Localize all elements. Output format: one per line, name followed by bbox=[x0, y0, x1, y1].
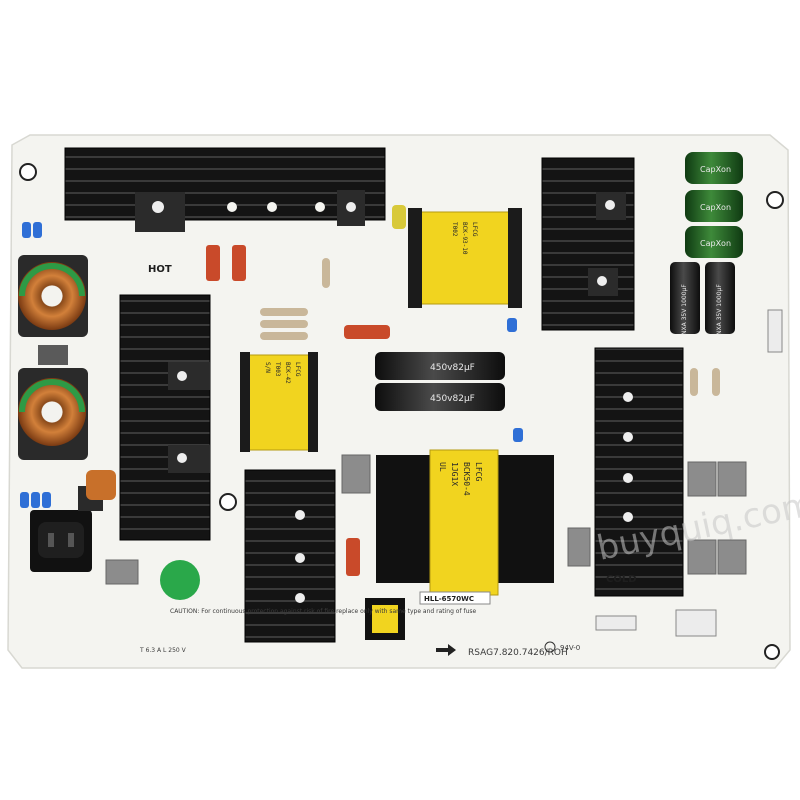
green-capacitors: CapXon CapXon CapXon bbox=[685, 152, 743, 258]
bulk-capacitors: 450v82μF 450v82μF bbox=[375, 352, 505, 411]
transformer-left-text-1: LFCG bbox=[294, 362, 301, 377]
fuse-rating-label: T 6.3 A L 250 V bbox=[139, 647, 187, 654]
transformer-main-text-1: LFCG bbox=[474, 462, 483, 481]
heatsink-top-left bbox=[64, 147, 386, 232]
black-capacitors-right: NXA 35V 1000μF NXA 35V 1000μF bbox=[670, 262, 735, 335]
film-capacitors bbox=[105, 454, 747, 585]
transformer-small bbox=[365, 598, 405, 640]
transformer-main-text-2: BCK50-4 bbox=[462, 462, 471, 496]
bulk-cap-label-2: 450v82μF bbox=[430, 394, 475, 404]
model-label: HLL-6570WC bbox=[424, 595, 474, 603]
transformer-main-text-4: UL bbox=[438, 462, 447, 472]
model-label-box bbox=[419, 591, 491, 605]
cold-label: COLD bbox=[606, 574, 637, 585]
transformer-top-text-3: T002 bbox=[451, 222, 458, 237]
heatsink-left-vertical bbox=[119, 294, 211, 541]
resistors bbox=[260, 258, 720, 396]
green-cap-label-2: CapXon bbox=[700, 203, 731, 212]
connectors bbox=[595, 309, 783, 637]
y-capacitors bbox=[20, 222, 523, 508]
part-number-label: RSAG7.820.7426/ROH bbox=[468, 648, 568, 658]
ul-logo-icon bbox=[544, 641, 556, 653]
red-capacitors bbox=[206, 245, 390, 576]
heatsink-top-right bbox=[541, 157, 635, 331]
black-cap-label-1: NXA 35V 1000μF bbox=[681, 284, 688, 335]
transformer-left: LFCG BCK-42 T003 S/N bbox=[240, 352, 318, 452]
transformer-top-text-1: LFCG bbox=[471, 222, 478, 237]
transformer-left-text-3: T003 bbox=[274, 362, 281, 377]
transformer-top-text-2: BCK-93-10 bbox=[461, 222, 468, 255]
yellow-capacitor bbox=[392, 205, 406, 229]
toroid-choke-top bbox=[18, 255, 88, 337]
transformer-top: LFCG BCK-93-10 T002 bbox=[408, 208, 522, 308]
ul-mark-label: 94V-0 bbox=[560, 644, 580, 652]
hot-label: HOT bbox=[148, 264, 172, 275]
heatsink-center-bottom bbox=[244, 469, 336, 643]
direction-arrow-icon bbox=[436, 644, 456, 656]
black-cap-label-2: NXA 35V 1000μF bbox=[716, 284, 723, 335]
heatsink-right bbox=[594, 347, 684, 597]
transformer-main-text-3: 1JG1X bbox=[450, 462, 459, 486]
varistor bbox=[160, 560, 200, 600]
power-inlet-icon bbox=[30, 486, 103, 572]
green-cap-label-1: CapXon bbox=[700, 165, 731, 174]
transformer-left-text-4: S/N bbox=[264, 362, 271, 373]
mounting-holes bbox=[19, 163, 784, 660]
transformer-main: LFCG BCK50-4 1JG1X UL bbox=[376, 449, 554, 596]
green-cap-label-3: CapXon bbox=[700, 239, 731, 248]
grey-block bbox=[38, 345, 68, 365]
caution-label: CAUTION: For continuous protection again… bbox=[170, 608, 477, 615]
bulk-cap-label-1: 450v82μF bbox=[430, 363, 475, 373]
transformer-left-text-2: BCK-42 bbox=[284, 362, 291, 384]
toroid-choke-bottom bbox=[18, 368, 88, 460]
small-choke bbox=[86, 470, 116, 500]
